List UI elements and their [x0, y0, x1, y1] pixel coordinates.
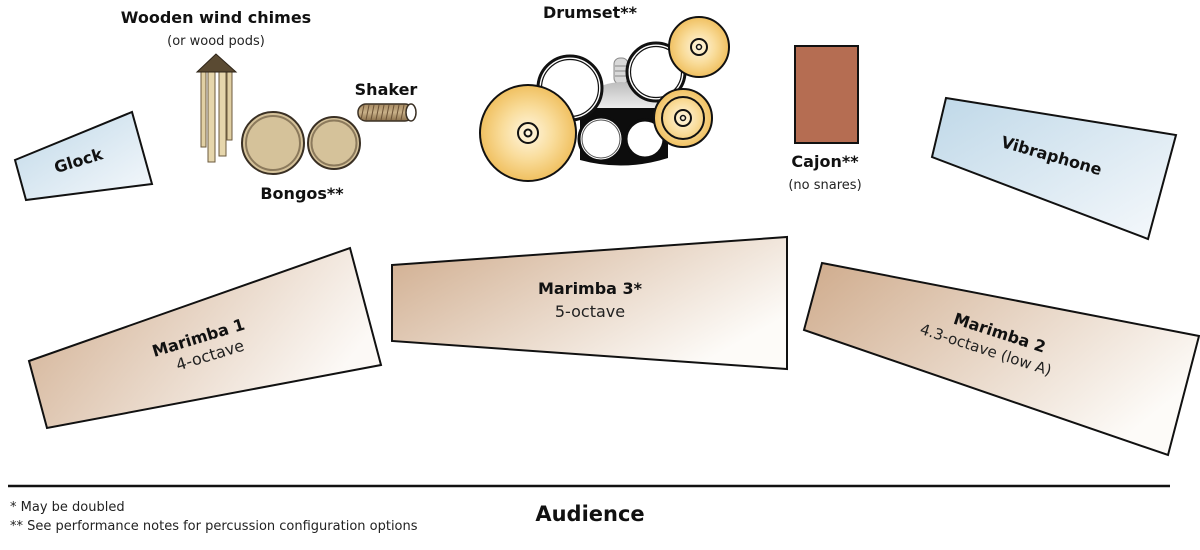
wind-chimes-label: Wooden wind chimes: [121, 8, 311, 27]
marimba-3-shape: [391, 235, 788, 371]
cajon-label: Cajon**: [791, 152, 859, 171]
cajon-icon: [794, 45, 859, 144]
shaker: Shaker: [355, 80, 418, 122]
vibraphone-shape: [930, 96, 1178, 241]
drumset-label: Drumset**: [543, 3, 638, 22]
audience-label: Audience: [535, 502, 644, 526]
drumset: Drumset**: [479, 3, 730, 182]
marimba-2: Marimba 2 4.3-octave (low A): [802, 261, 1200, 457]
cajon-note: (no snares): [788, 178, 861, 193]
footnote-performance-notes: ** See performance notes for percussion …: [10, 519, 418, 534]
cajon: Cajon** (no snares): [788, 45, 862, 193]
marimba-1: Marimba 1 4-octave: [27, 246, 383, 430]
glock: Glock: [13, 110, 154, 202]
shaker-label: Shaker: [355, 80, 418, 99]
glock-shape: [13, 110, 154, 202]
marimba-2-shape: [802, 261, 1200, 457]
vibraphone: Vibraphone: [930, 96, 1178, 241]
shaker-icon: [357, 103, 417, 122]
marimba-1-shape: [27, 246, 383, 430]
wind-chimes-icon: [195, 53, 238, 163]
marimba-3: Marimba 3* 5-octave: [391, 235, 788, 371]
bongos-label: Bongos**: [260, 184, 344, 203]
marimba-3-label: Marimba 3*: [538, 279, 643, 298]
bongos-icon: [241, 111, 361, 175]
bongos: Bongos**: [241, 111, 361, 203]
footnote-doubled: * May be doubled: [10, 500, 125, 515]
marimba-3-note: 5-octave: [555, 302, 625, 321]
wind-chimes: Wooden wind chimes (or wood pods): [121, 8, 311, 163]
drumset-icon: [479, 16, 730, 182]
wind-chimes-note: (or wood pods): [167, 34, 265, 49]
